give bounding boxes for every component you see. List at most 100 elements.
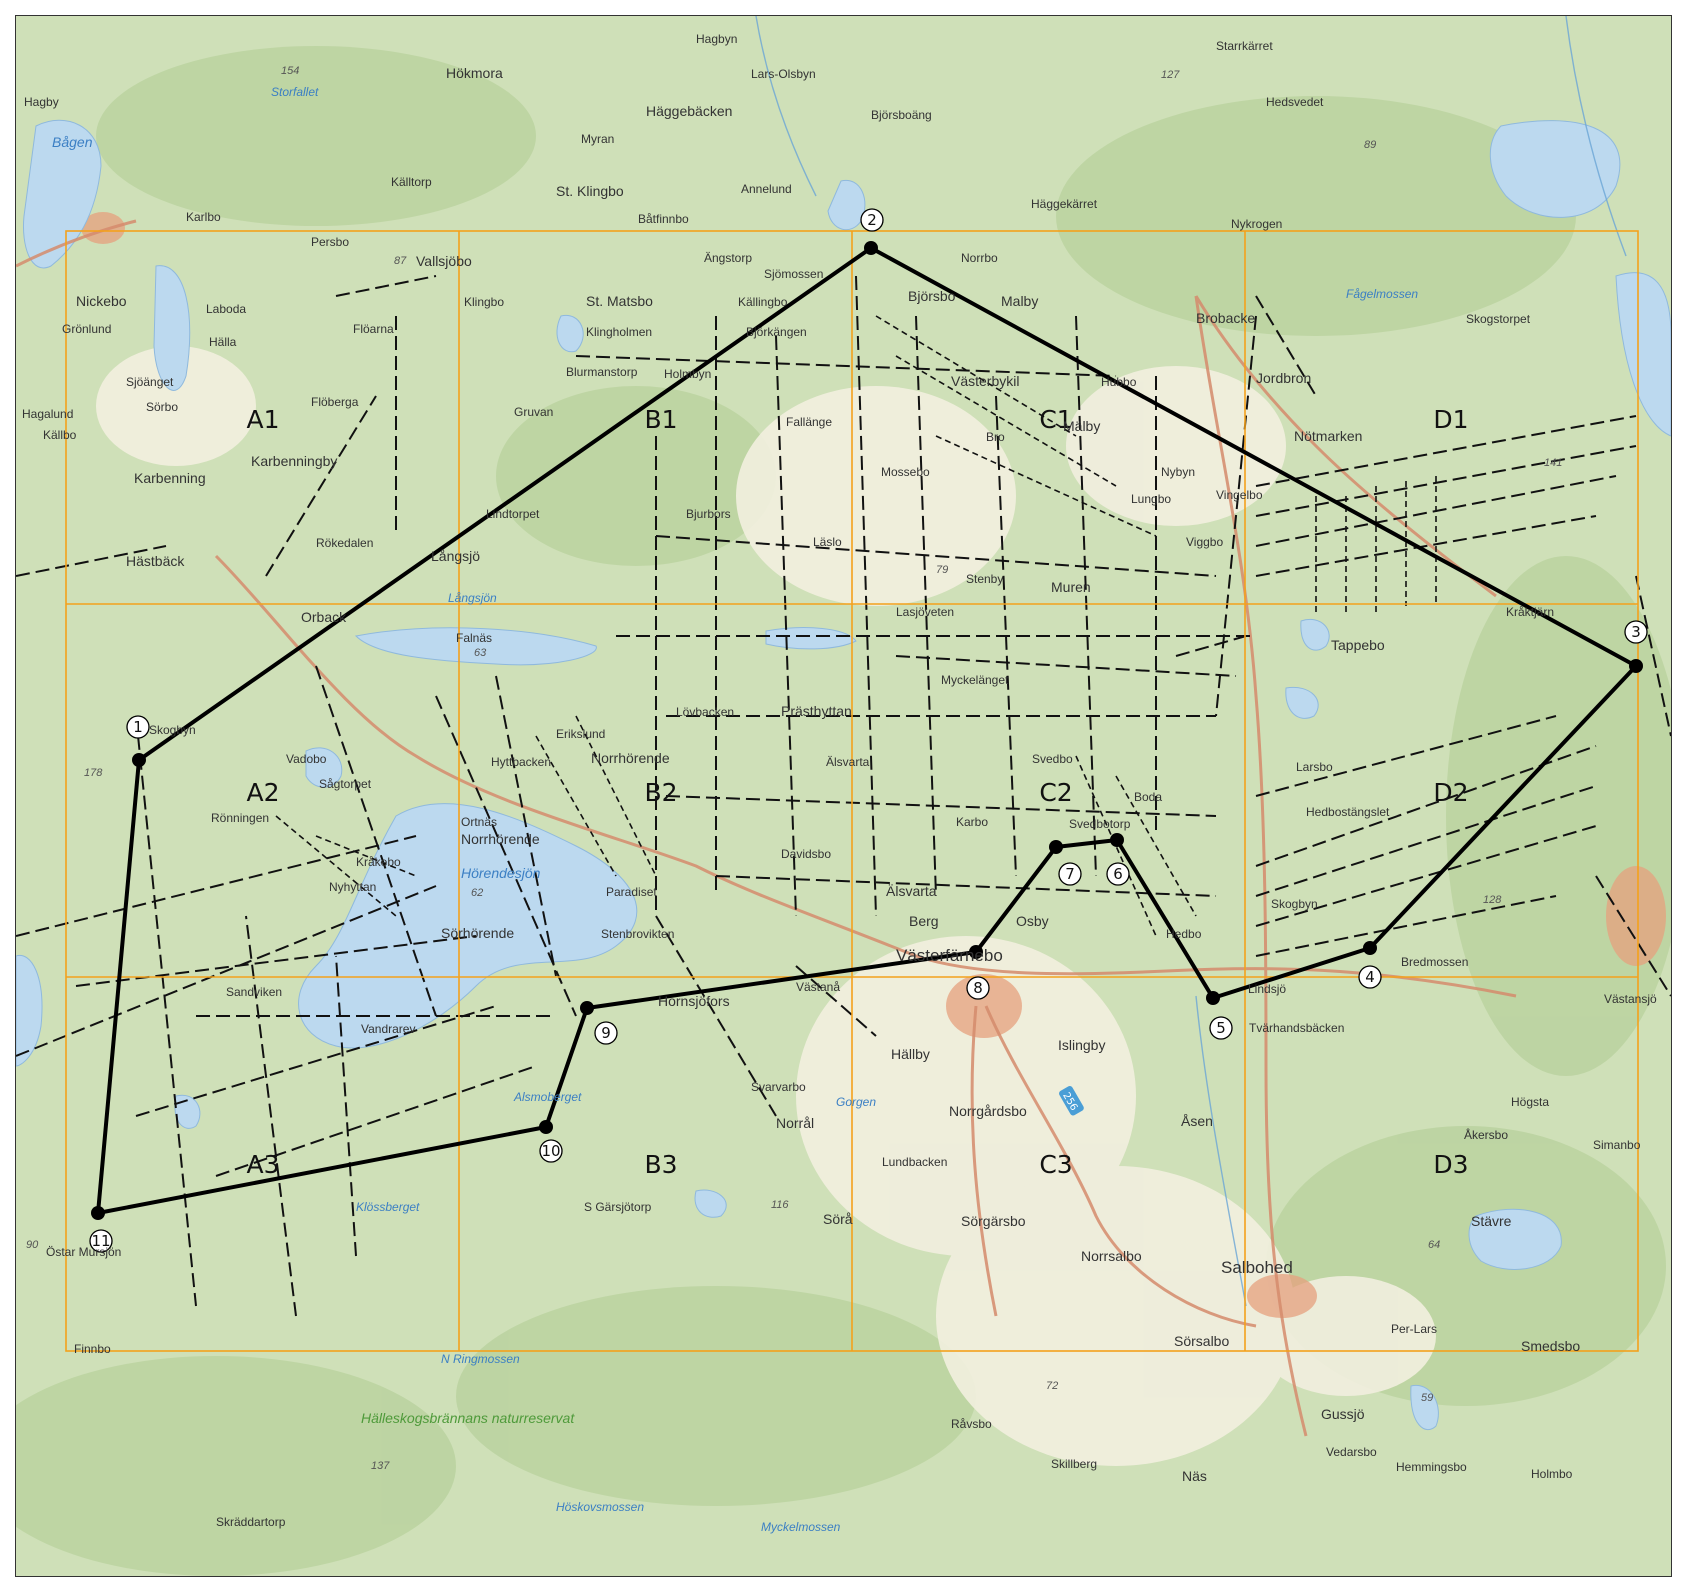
route-point-10-label: 10 bbox=[541, 1142, 560, 1160]
place-label: Sörå bbox=[823, 1211, 853, 1227]
elevation-label: 63 bbox=[474, 647, 487, 659]
place-label: S Gärsjötorp bbox=[584, 1200, 652, 1214]
elevation-label: 64 bbox=[1428, 1239, 1440, 1251]
place-label: Blurmanstorp bbox=[566, 365, 638, 379]
place-label: Hörendesjön bbox=[461, 865, 541, 881]
place-label: Västansjö bbox=[1604, 992, 1657, 1006]
place-label: Sjöänget bbox=[126, 375, 174, 389]
map-view[interactable]: 1 2 3 4 5 6 7 8 9 10 11 A1 B1 C1 D1 A2 B… bbox=[15, 15, 1672, 1577]
place-label: Erikslund bbox=[556, 727, 605, 741]
place-label: Larsbo bbox=[1296, 760, 1333, 774]
place-label: Norrål bbox=[776, 1115, 814, 1131]
place-label: Ortnäs bbox=[461, 815, 497, 829]
place-label: Kråkebo bbox=[356, 855, 401, 869]
place-label: Holmbyn bbox=[664, 367, 711, 381]
ditch-network bbox=[16, 275, 1671, 1317]
place-label: Lars-Olsbyn bbox=[751, 67, 816, 81]
route-point-2-label: 2 bbox=[867, 211, 877, 229]
grid-label-c2: C2 bbox=[1039, 778, 1072, 807]
place-label: Karbenningby bbox=[251, 453, 337, 469]
place-label: Mossebo bbox=[881, 465, 930, 479]
place-label: Karbo bbox=[956, 815, 988, 829]
route-point-11-label: 11 bbox=[91, 1232, 110, 1250]
place-label: Svedbo bbox=[1032, 752, 1073, 766]
place-label: Skräddartorp bbox=[216, 1515, 286, 1529]
place-label: Starrkärret bbox=[1216, 39, 1273, 53]
route-point-3-marker bbox=[1629, 659, 1643, 673]
place-label: Vadobo bbox=[286, 752, 327, 766]
map-canvas[interactable]: 1 2 3 4 5 6 7 8 9 10 11 A1 B1 C1 D1 A2 B… bbox=[16, 16, 1671, 1576]
place-label: Hästbäck bbox=[126, 553, 185, 569]
place-label: Hälleskogsbrännans naturreservat bbox=[361, 1410, 575, 1426]
place-label: Stävre bbox=[1471, 1213, 1512, 1229]
place-label: Bjurbors bbox=[686, 507, 731, 521]
place-label: Hagalund bbox=[22, 407, 73, 421]
place-label: Östar Mursjön bbox=[46, 1245, 121, 1259]
grid-label-a3: A3 bbox=[246, 1150, 279, 1179]
place-label: Hökmora bbox=[446, 65, 503, 81]
elevation-label: 128 bbox=[1483, 894, 1502, 906]
place-label: Rökedalen bbox=[316, 536, 373, 550]
route-point-11-marker bbox=[91, 1206, 105, 1220]
place-label: Karbenning bbox=[134, 470, 206, 486]
place-label: Laboda bbox=[206, 302, 246, 316]
place-label: Vingelbo bbox=[1216, 488, 1263, 502]
elevation-label: 137 bbox=[371, 1460, 390, 1472]
place-label: Karlbo bbox=[186, 210, 221, 224]
place-label: Åkersbo bbox=[1464, 1127, 1508, 1142]
place-label: Läslo bbox=[813, 535, 842, 549]
route-point-2-marker bbox=[864, 241, 878, 255]
place-label: Hedbostängslet bbox=[1306, 805, 1390, 819]
route-point-labels bbox=[89, 208, 1648, 1253]
place-label: Västerbykil bbox=[951, 373, 1019, 389]
place-label: Bågen bbox=[52, 134, 93, 150]
place-label: Bro bbox=[986, 430, 1005, 444]
place-label: Älsvarta bbox=[826, 755, 870, 769]
place-label: Salbohed bbox=[1221, 1258, 1293, 1277]
place-label: Häggekärret bbox=[1031, 197, 1098, 211]
elevation-label: 79 bbox=[936, 564, 948, 576]
place-label: Tvärhandsbäcken bbox=[1249, 1021, 1344, 1035]
grid-label-c1: C1 bbox=[1039, 405, 1072, 434]
place-label: Grönlund bbox=[62, 322, 111, 336]
place-label: Fågelmossen bbox=[1346, 287, 1418, 301]
place-label: Häggebäcken bbox=[646, 103, 732, 119]
route-point-1-label: 1 bbox=[133, 718, 143, 736]
place-label: Sandviken bbox=[226, 985, 282, 999]
place-label: Åsen bbox=[1181, 1113, 1213, 1129]
place-label: Prästhyttan bbox=[781, 703, 852, 719]
route-point-5-marker bbox=[1206, 991, 1220, 1005]
town-areas bbox=[81, 212, 1666, 1318]
place-label: Orback bbox=[301, 609, 347, 625]
elevation-label: 90 bbox=[26, 1239, 39, 1251]
elevation-label: 62 bbox=[471, 887, 483, 899]
place-label: Nybyn bbox=[1161, 465, 1195, 479]
place-label: Paradiset bbox=[606, 885, 657, 899]
route-point-6-marker bbox=[1110, 833, 1124, 847]
place-label: Älsvarta bbox=[886, 883, 937, 899]
place-label: Sörhörende bbox=[441, 925, 514, 941]
grid-label-a2: A2 bbox=[246, 778, 279, 807]
place-label: Långsjön bbox=[448, 591, 497, 605]
place-label: Björsbo bbox=[908, 288, 956, 304]
place-label: Sörgärsbo bbox=[961, 1213, 1026, 1229]
grid-label-d1: D1 bbox=[1433, 405, 1468, 434]
route-point-9-label: 9 bbox=[601, 1024, 611, 1042]
streams bbox=[755, 16, 1627, 1307]
place-label: Gussjö bbox=[1321, 1406, 1365, 1422]
elevation-label: 72 bbox=[1046, 1380, 1058, 1392]
survey-route bbox=[91, 241, 1643, 1220]
place-label: Smedsbo bbox=[1521, 1338, 1580, 1354]
grid-label-b3: B3 bbox=[644, 1150, 677, 1179]
place-label: Sågtorpet bbox=[319, 777, 372, 791]
route-point-7-label: 7 bbox=[1065, 865, 1075, 883]
route-point-8-marker bbox=[969, 945, 983, 959]
place-label: Långsjö bbox=[431, 548, 480, 564]
grid-label-d3: D3 bbox=[1433, 1150, 1468, 1179]
place-label: Berg bbox=[909, 913, 939, 929]
route-point-9-marker bbox=[580, 1001, 594, 1015]
route-point-7-marker bbox=[1049, 840, 1063, 854]
place-label: Storfallet bbox=[271, 85, 319, 99]
place-label: Stenby bbox=[966, 572, 1003, 586]
place-label: Lindtorpet bbox=[486, 507, 540, 521]
